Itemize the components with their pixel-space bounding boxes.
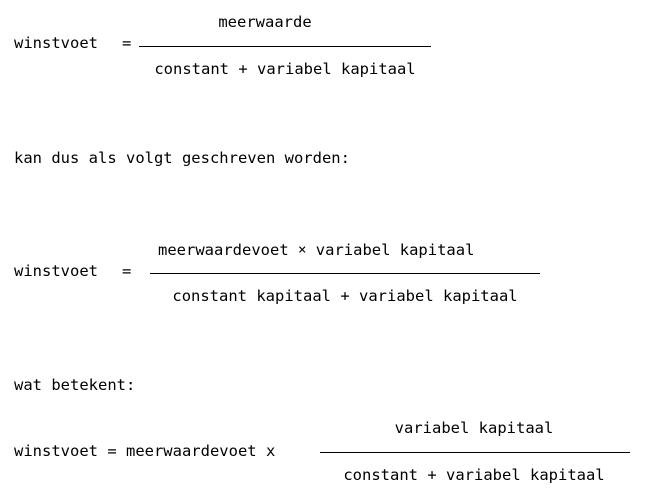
eq1-numerator: meerwaarde: [218, 13, 312, 31]
eq2-numerator-right-term: variabel kapitaal: [315, 241, 475, 259]
eq3-denominator: constant + variabel kapitaal: [343, 466, 605, 484]
eq2-equals-sign: =: [122, 262, 132, 280]
eq2-fraction-bar: [150, 273, 540, 274]
eq2-denominator: constant kapitaal + variabel kapitaal: [172, 287, 518, 305]
eq3-lead-expression: winstvoet = meerwaardevoet x: [14, 442, 276, 460]
paragraph-transition-two: wat betekent:: [14, 376, 136, 394]
eq2-numerator: meerwaardevoet × variabel kapitaal: [158, 240, 474, 260]
eq2-left-hand-side: winstvoet: [14, 262, 98, 280]
eq3-fraction-bar: [320, 452, 630, 453]
paragraph-transition-one: kan dus als volgt geschreven worden:: [14, 149, 350, 167]
eq3-numerator: variabel kapitaal: [394, 419, 554, 437]
eq2-numerator-left-term: meerwaardevoet: [158, 241, 289, 259]
eq1-fraction-bar: [139, 46, 431, 47]
eq1-equals-sign: =: [122, 34, 132, 52]
multiplication-sign-icon: ×: [298, 242, 307, 258]
eq1-denominator: constant + variabel kapitaal: [154, 60, 416, 78]
eq1-left-hand-side: winstvoet: [14, 34, 98, 52]
